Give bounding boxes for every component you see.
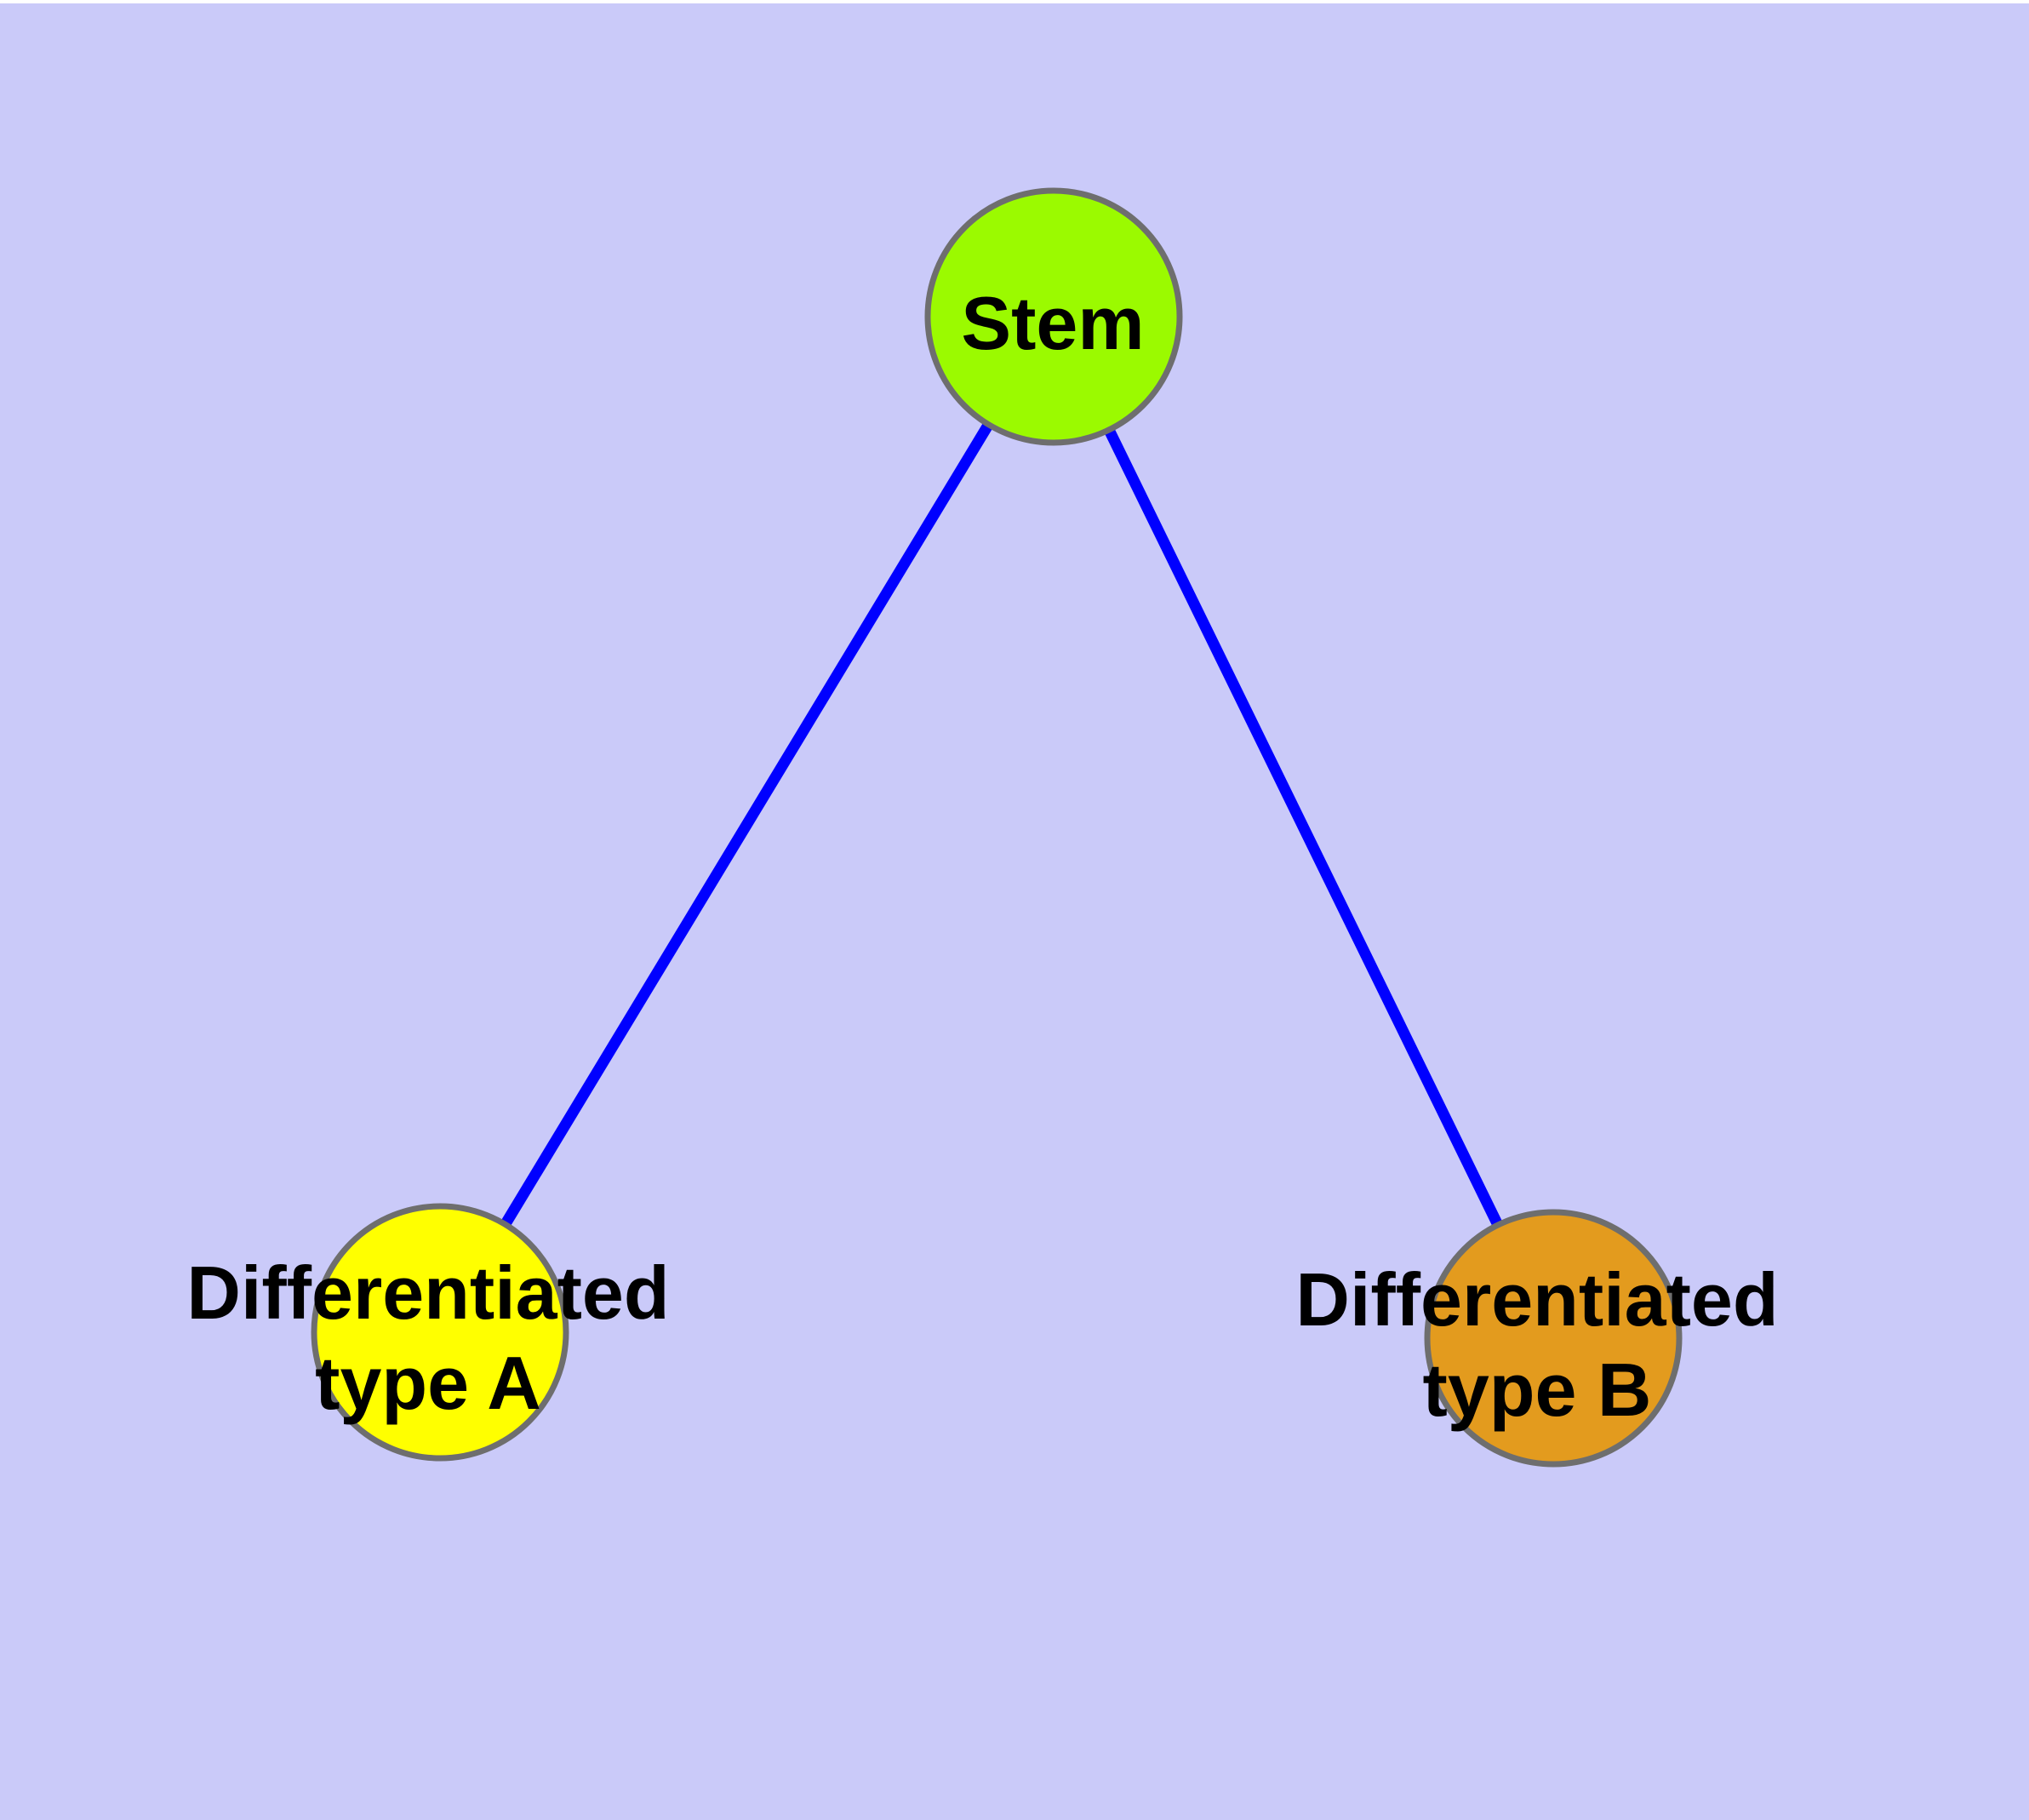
node-type-b-label-line1: Differentiated: [1295, 1257, 1778, 1342]
edge-stem-to-type-b: [1049, 314, 1558, 1341]
node-type-b-circle: [1424, 1209, 1683, 1468]
node-type-a-label-line1: Differentiated: [186, 1251, 669, 1335]
edge-stem-to-type-a: [435, 313, 1059, 1336]
node-type-b-label-line2: type B: [1423, 1348, 1652, 1432]
node-type-a-circle: [311, 1203, 569, 1462]
node-type-a-label-line2: type A: [315, 1341, 541, 1425]
node-stem-circle: [924, 187, 1183, 446]
node-stem-label: Stem: [961, 281, 1144, 365]
